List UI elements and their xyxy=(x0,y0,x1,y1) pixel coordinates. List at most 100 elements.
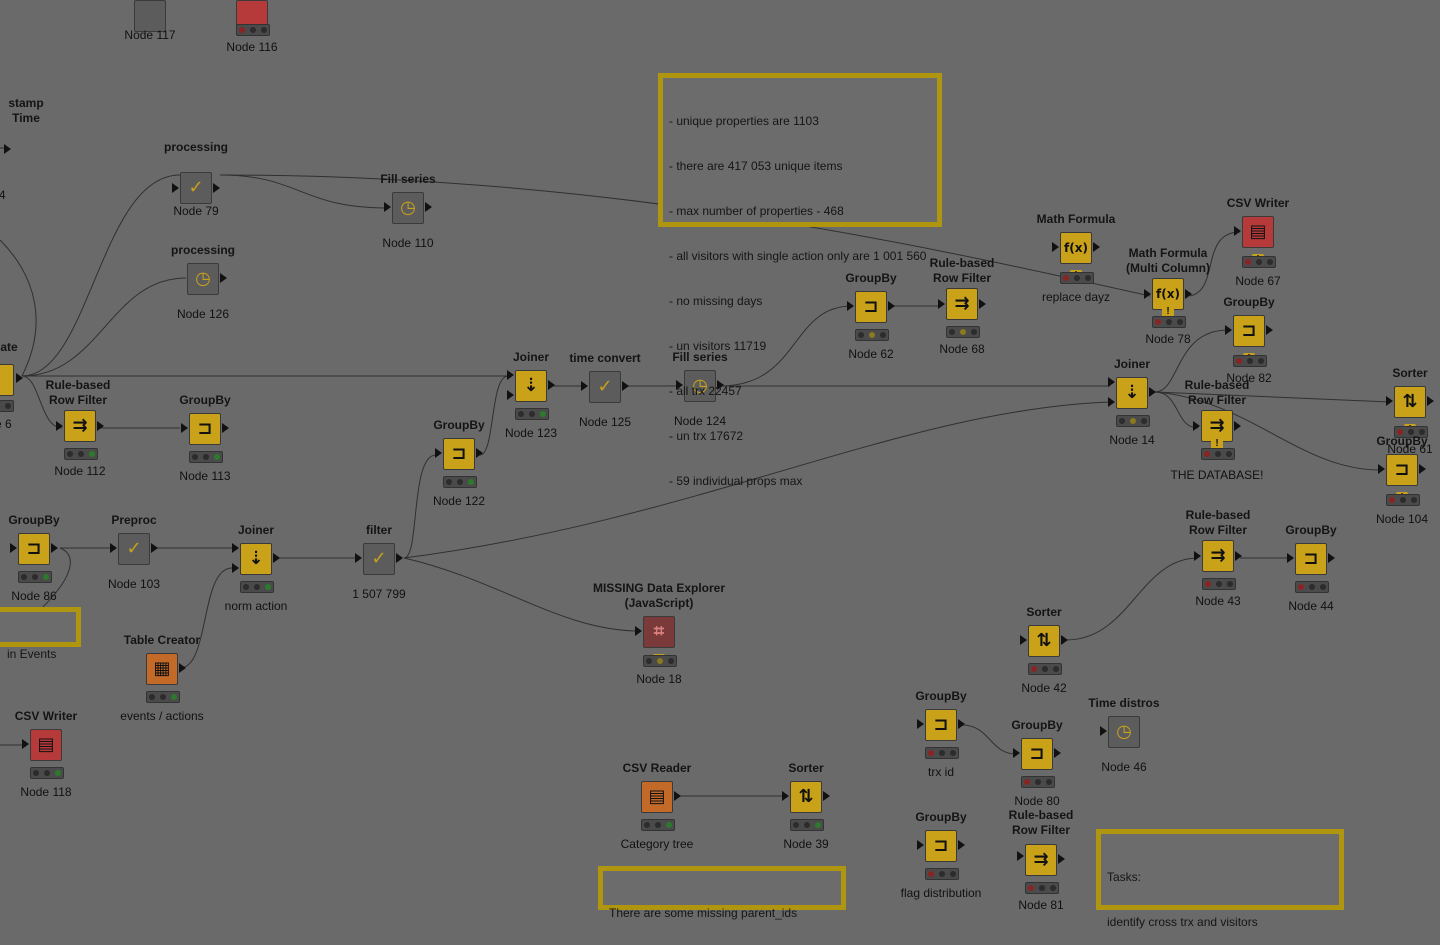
input-port[interactable] xyxy=(56,421,63,431)
output-port[interactable] xyxy=(622,381,629,391)
output-port[interactable] xyxy=(888,301,895,311)
output-port[interactable] xyxy=(213,183,220,193)
input-port[interactable] xyxy=(435,448,442,458)
node-118[interactable]: CSV Writer ▤ Node 118 xyxy=(0,709,96,829)
node-67[interactable]: CSV Writer ▤ ! Node 67 xyxy=(1208,196,1308,316)
output-port[interactable] xyxy=(717,380,724,390)
node-table-creator[interactable]: Table Creator ▦ events / actions xyxy=(112,633,212,753)
output-port[interactable] xyxy=(1149,387,1156,397)
input-port[interactable] xyxy=(384,202,391,212)
input-port[interactable] xyxy=(1013,748,1020,758)
output-port[interactable] xyxy=(1266,325,1273,335)
output-port[interactable] xyxy=(958,719,965,729)
node-46[interactable]: Time distros ◷ Node 46 xyxy=(1074,696,1174,816)
node-trx-id[interactable]: GroupBy ⊐ trx id xyxy=(891,689,991,809)
input-port[interactable] xyxy=(355,553,362,563)
input-port[interactable] xyxy=(1017,851,1024,861)
input-port[interactable] xyxy=(676,380,683,390)
node-43[interactable]: Rule-based Row Filter ⇉ Node 43 xyxy=(1168,508,1268,628)
node-42[interactable]: Sorter ⇅ Node 42 xyxy=(994,605,1094,725)
input-port[interactable] xyxy=(181,423,188,433)
node-126[interactable]: processing ◷ Node 126 xyxy=(153,243,253,363)
input-port[interactable] xyxy=(1193,421,1200,431)
tasks-annotation[interactable]: Tasks: identify cross trx and visitors xyxy=(1096,829,1344,929)
output-port[interactable] xyxy=(1054,748,1061,758)
node-math-formula[interactable]: Math Formula f(x) ! replace dayz xyxy=(1026,212,1126,332)
input-port[interactable] xyxy=(1194,551,1201,561)
output-port[interactable] xyxy=(1058,854,1065,864)
node-82[interactable]: GroupBy ⊐ ! Node 82 xyxy=(1199,295,1299,415)
input-port[interactable] xyxy=(1234,226,1241,236)
output-port[interactable] xyxy=(51,543,58,553)
input-port[interactable] xyxy=(847,301,854,311)
input-port[interactable] xyxy=(1386,396,1393,406)
node-117[interactable]: Node 117 xyxy=(100,0,200,88)
output-port[interactable] xyxy=(674,791,681,801)
output-port[interactable] xyxy=(958,840,965,850)
output-port[interactable] xyxy=(476,448,483,458)
input-port[interactable] xyxy=(1144,289,1151,299)
output-port[interactable] xyxy=(220,273,227,283)
node-concatenate[interactable]: tenate de 6 xyxy=(0,340,60,460)
output-port[interactable] xyxy=(179,663,186,673)
node-62[interactable]: GroupBy ⊐ Node 62 xyxy=(821,271,921,391)
output-port[interactable] xyxy=(273,553,280,563)
input-port[interactable] xyxy=(782,791,789,801)
node-81[interactable]: Rule-based Row Filter ⇉ Node 81 xyxy=(991,808,1091,928)
node-104[interactable]: GroupBy ⊐ ! Node 104 xyxy=(1352,434,1440,554)
output-port[interactable] xyxy=(1093,242,1100,252)
output-port[interactable] xyxy=(396,553,403,563)
node-112[interactable]: Rule-based Row Filter ⇉ Node 112 xyxy=(30,378,130,498)
node-79[interactable]: processing ✓ Node 79 xyxy=(146,140,246,260)
node-39[interactable]: Sorter ⇅ Node 39 xyxy=(756,761,856,881)
node-44[interactable]: GroupBy ⊐ Node 44 xyxy=(1261,523,1361,643)
node-80[interactable]: GroupBy ⊐ Node 80 xyxy=(987,718,1087,838)
node-116[interactable]: Node 116 xyxy=(202,0,302,88)
node-18[interactable]: MISSING Data Explorer (JavaScript) ⌗ ! N… xyxy=(593,581,725,701)
output-port[interactable] xyxy=(1328,553,1335,563)
output-port[interactable] xyxy=(1234,421,1241,431)
node-122[interactable]: GroupBy ⊐ Node 122 xyxy=(409,418,509,538)
output-port[interactable] xyxy=(97,421,104,431)
node-125[interactable]: time convert ✓ Node 125 xyxy=(555,351,655,471)
input-port[interactable] xyxy=(581,381,588,391)
input-port[interactable] xyxy=(507,390,514,400)
events-annotation[interactable]: in Events xyxy=(0,607,81,661)
input-port[interactable] xyxy=(1108,377,1115,387)
node-csv-reader[interactable]: CSV Reader ▤ Category tree xyxy=(607,761,707,881)
node-filter[interactable]: filter ✓ 1 507 799 xyxy=(329,523,429,643)
node-123[interactable]: Joiner ⇣ Node 123 xyxy=(481,350,581,470)
input-port[interactable] xyxy=(635,626,642,636)
output-port[interactable] xyxy=(1419,464,1426,474)
node-joiner-norm-action[interactable]: Joiner ⇣ norm action xyxy=(206,523,306,643)
input-port[interactable] xyxy=(1108,397,1115,407)
stats-annotation[interactable]: - unique properties are 1103 - there are… xyxy=(658,73,942,488)
node-113[interactable]: GroupBy ⊐ Node 113 xyxy=(155,393,255,513)
input-port[interactable] xyxy=(1100,726,1107,736)
node-124[interactable]: Fill series ◷ Node 124 xyxy=(650,350,750,470)
output-port[interactable] xyxy=(1061,635,1068,645)
node-the-database[interactable]: Rule-based Row Filter ⇉ ! THE DATABASE! xyxy=(1167,378,1267,498)
input-port[interactable] xyxy=(917,719,924,729)
output-port[interactable] xyxy=(4,144,11,154)
input-port[interactable] xyxy=(1225,325,1232,335)
node-flag-distribution[interactable]: GroupBy ⊐ flag distribution xyxy=(891,810,991,930)
node-110[interactable]: Fill series ◷ Node 110 xyxy=(358,172,458,292)
input-port[interactable] xyxy=(1020,635,1027,645)
input-port[interactable] xyxy=(10,543,17,553)
input-port[interactable] xyxy=(22,739,29,749)
node-103[interactable]: Preproc ✓ Node 103 xyxy=(84,513,184,633)
input-port[interactable] xyxy=(232,563,239,573)
input-port[interactable] xyxy=(172,183,179,193)
node-78[interactable]: Math Formula (Multi Column) f(x) ! Node … xyxy=(1118,246,1218,366)
node-14[interactable]: Joiner ⇣ Node 14 xyxy=(1082,357,1182,477)
output-port[interactable] xyxy=(425,202,432,212)
missing-parent-annotation[interactable]: There are some missing parent_ids xyxy=(598,866,846,920)
input-port[interactable] xyxy=(507,370,514,380)
output-port[interactable] xyxy=(1235,551,1242,561)
input-port[interactable] xyxy=(110,543,117,553)
input-port[interactable] xyxy=(938,299,945,309)
output-port[interactable] xyxy=(151,543,158,553)
output-port[interactable] xyxy=(979,299,986,309)
